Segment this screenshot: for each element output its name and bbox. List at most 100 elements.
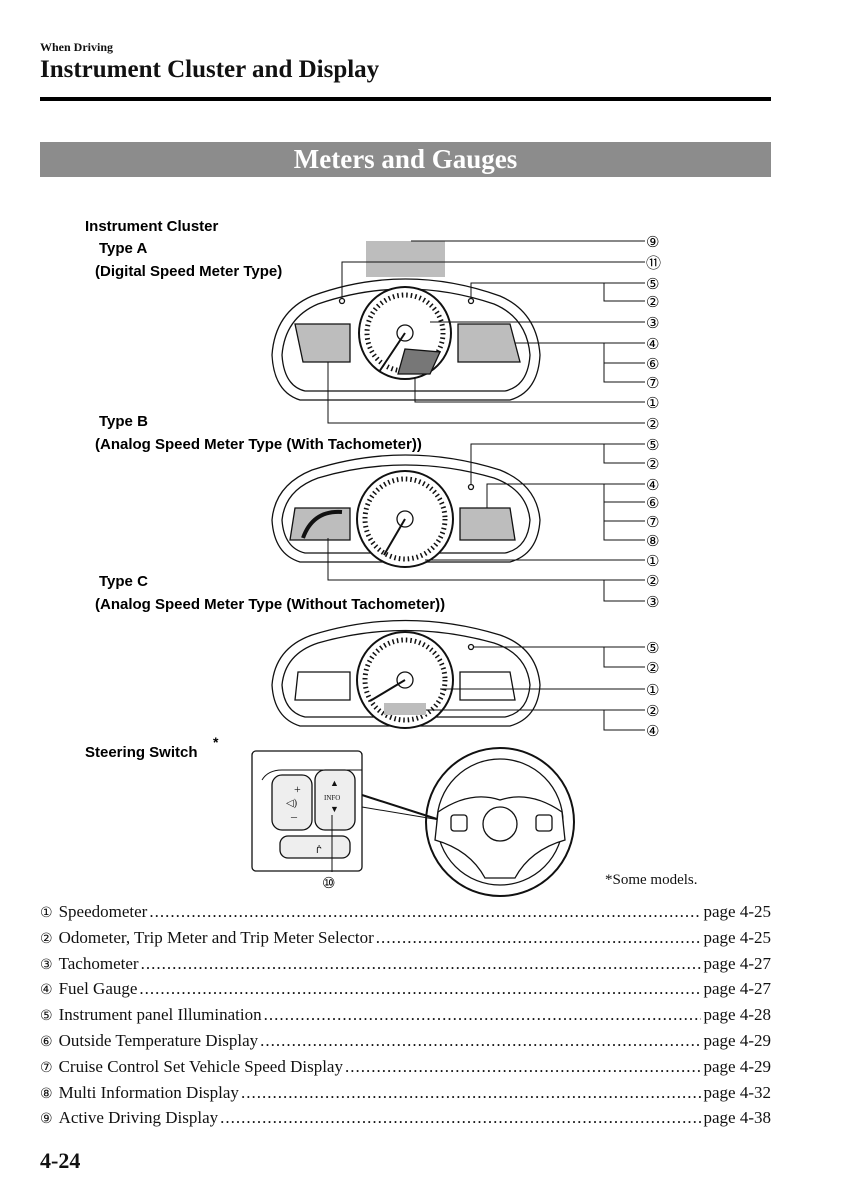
type-c-label: Type C — [99, 573, 148, 590]
page-reference: page 4-25 — [703, 902, 771, 921]
item-number: ⑤ — [40, 1008, 53, 1025]
leader-dots — [141, 954, 702, 974]
item-number: ④ — [40, 982, 53, 999]
page-reference: page 4-28 — [703, 1005, 771, 1025]
callout-b-2: ④ — [646, 476, 659, 494]
callout-c-4: ④ — [646, 722, 659, 740]
section-banner: Meters and Gauges — [40, 142, 771, 177]
callout-a-1: ⑪ — [646, 254, 661, 272]
item-label: Outside Temperature Display — [58, 1030, 259, 1050]
callout-b-0: ⑤ — [646, 436, 659, 454]
svg-text:◁): ◁) — [286, 798, 297, 809]
page-number: 4-24 — [40, 1148, 81, 1173]
callout-a-2: ⑤ — [646, 275, 659, 293]
leader-dots — [260, 1031, 701, 1051]
item-number: ② — [40, 930, 53, 947]
callout-b-7: ② — [646, 572, 659, 590]
callout-a-8: ① — [646, 394, 659, 412]
callout-b-8: ③ — [646, 593, 659, 611]
page-reference: page 4-25 — [703, 927, 771, 947]
leaders-c — [426, 646, 645, 731]
svg-text:–: – — [290, 809, 298, 823]
leader-dots — [220, 1108, 701, 1128]
type-a-label: Type A — [99, 240, 148, 257]
callout-a-0: ⑨ — [646, 233, 659, 251]
page-reference: page 4-38 — [703, 1108, 771, 1128]
page-reference: page 4-29 — [703, 1030, 771, 1050]
steering-switch-label: Steering Switch — [85, 744, 198, 761]
leader-dots — [345, 1057, 702, 1077]
reference-row: ③ Tachometer page 4-27 — [40, 954, 771, 980]
cluster-heading: Instrument Cluster — [85, 218, 219, 235]
svg-text:+: + — [294, 782, 301, 796]
section-label: When Driving — [40, 40, 114, 54]
callout-b-3: ⑥ — [646, 494, 659, 512]
page-title: Instrument Cluster and Display — [40, 56, 380, 83]
footnote-some-models: *Some models. — [605, 872, 698, 888]
item-number: ① — [40, 905, 53, 921]
item-label: Tachometer — [58, 953, 139, 973]
leader-dots — [264, 1005, 702, 1025]
page-reference: page 4-27 — [703, 953, 771, 973]
item-label: Fuel Gauge — [58, 979, 138, 999]
item-number: ⑨ — [40, 1111, 53, 1128]
cluster-type-a — [271, 241, 541, 401]
item-label: Instrument panel Illumination — [58, 1005, 262, 1025]
item-number: ⑧ — [40, 1085, 53, 1102]
right-display — [457, 323, 521, 363]
reference-row: ② Odometer, Trip Meter and Trip Meter Sel… — [40, 928, 771, 954]
page-reference-list: ① Speedometer page 4-25 ② Odometer, Trip Met… — [40, 902, 771, 1134]
callout-c-2: ① — [646, 681, 659, 699]
callout-b-4: ⑦ — [646, 513, 659, 531]
item-label: Multi Information Display — [58, 1082, 239, 1102]
type-a-desc: (Digital Speed Meter Type) — [95, 263, 282, 280]
reference-row: ⑥ Outside Temperature Display page 4-29 — [40, 1031, 771, 1057]
title-rule — [40, 97, 771, 101]
right-display — [459, 507, 516, 541]
callout-c-1: ② — [646, 659, 659, 677]
callout-b-6: ① — [646, 552, 659, 570]
item-label: Active Driving Display — [58, 1108, 219, 1128]
page-reference: page 4-32 — [703, 1082, 771, 1102]
callout-a-3: ② — [646, 293, 659, 311]
type-b-label: Type B — [99, 413, 148, 430]
callout-a-4: ③ — [646, 314, 659, 332]
type-c-desc: (Analog Speed Meter Type (Without Tachom… — [95, 596, 445, 613]
page-reference: page 4-29 — [703, 1056, 771, 1076]
callout-c-0: ⑤ — [646, 639, 659, 657]
item-number: ⑥ — [40, 1033, 53, 1050]
steering-switch-figure: + – ◁) ▲ INFO ▼ ᒌ — [251, 747, 575, 897]
info-label: INFO — [324, 794, 340, 802]
cluster-type-c — [271, 619, 541, 729]
callout-a-9: ② — [646, 415, 659, 433]
leaders-a — [327, 240, 645, 424]
reference-row: ⑧ Multi Information Display page 4-32 — [40, 1083, 771, 1109]
active-driving-display — [366, 241, 445, 277]
steering-asterisk: * — [213, 734, 219, 750]
leader-dots — [149, 902, 701, 922]
leader-dots — [139, 979, 701, 999]
svg-text:▼: ▼ — [330, 804, 339, 814]
leaders-b — [327, 443, 645, 602]
leader-dots — [241, 1083, 702, 1103]
callout-10: ⑩ — [322, 874, 335, 892]
item-label: Speedometer — [58, 902, 148, 921]
svg-text:▲: ▲ — [330, 778, 339, 788]
reference-row: ④ Fuel Gauge page 4-27 — [40, 979, 771, 1005]
reference-row: ⑦ Cruise Control Set Vehicle Speed Displa… — [40, 1057, 771, 1083]
type-b-desc: (Analog Speed Meter Type (With Tachomete… — [95, 436, 422, 453]
page-reference: page 4-27 — [703, 979, 771, 999]
callout-c-3: ② — [646, 702, 659, 720]
item-label: Odometer, Trip Meter and Trip Meter Sele… — [58, 927, 374, 947]
reference-row: ⑤ Instrument panel Illumination page 4-28 — [40, 1005, 771, 1031]
svg-text:ᒌ: ᒌ — [316, 844, 322, 855]
instrument-figure: Instrument Cluster Type A (Digital Speed… — [85, 218, 661, 897]
item-number: ⑦ — [40, 1059, 53, 1076]
callout-a-6: ⑥ — [646, 355, 659, 373]
reference-row: ⑨ Active Driving Display page 4-38 — [40, 1108, 771, 1134]
callout-a-7: ⑦ — [646, 374, 659, 392]
item-number: ③ — [40, 956, 53, 973]
item-label: Cruise Control Set Vehicle Speed Display — [58, 1056, 343, 1076]
left-display — [294, 323, 351, 363]
